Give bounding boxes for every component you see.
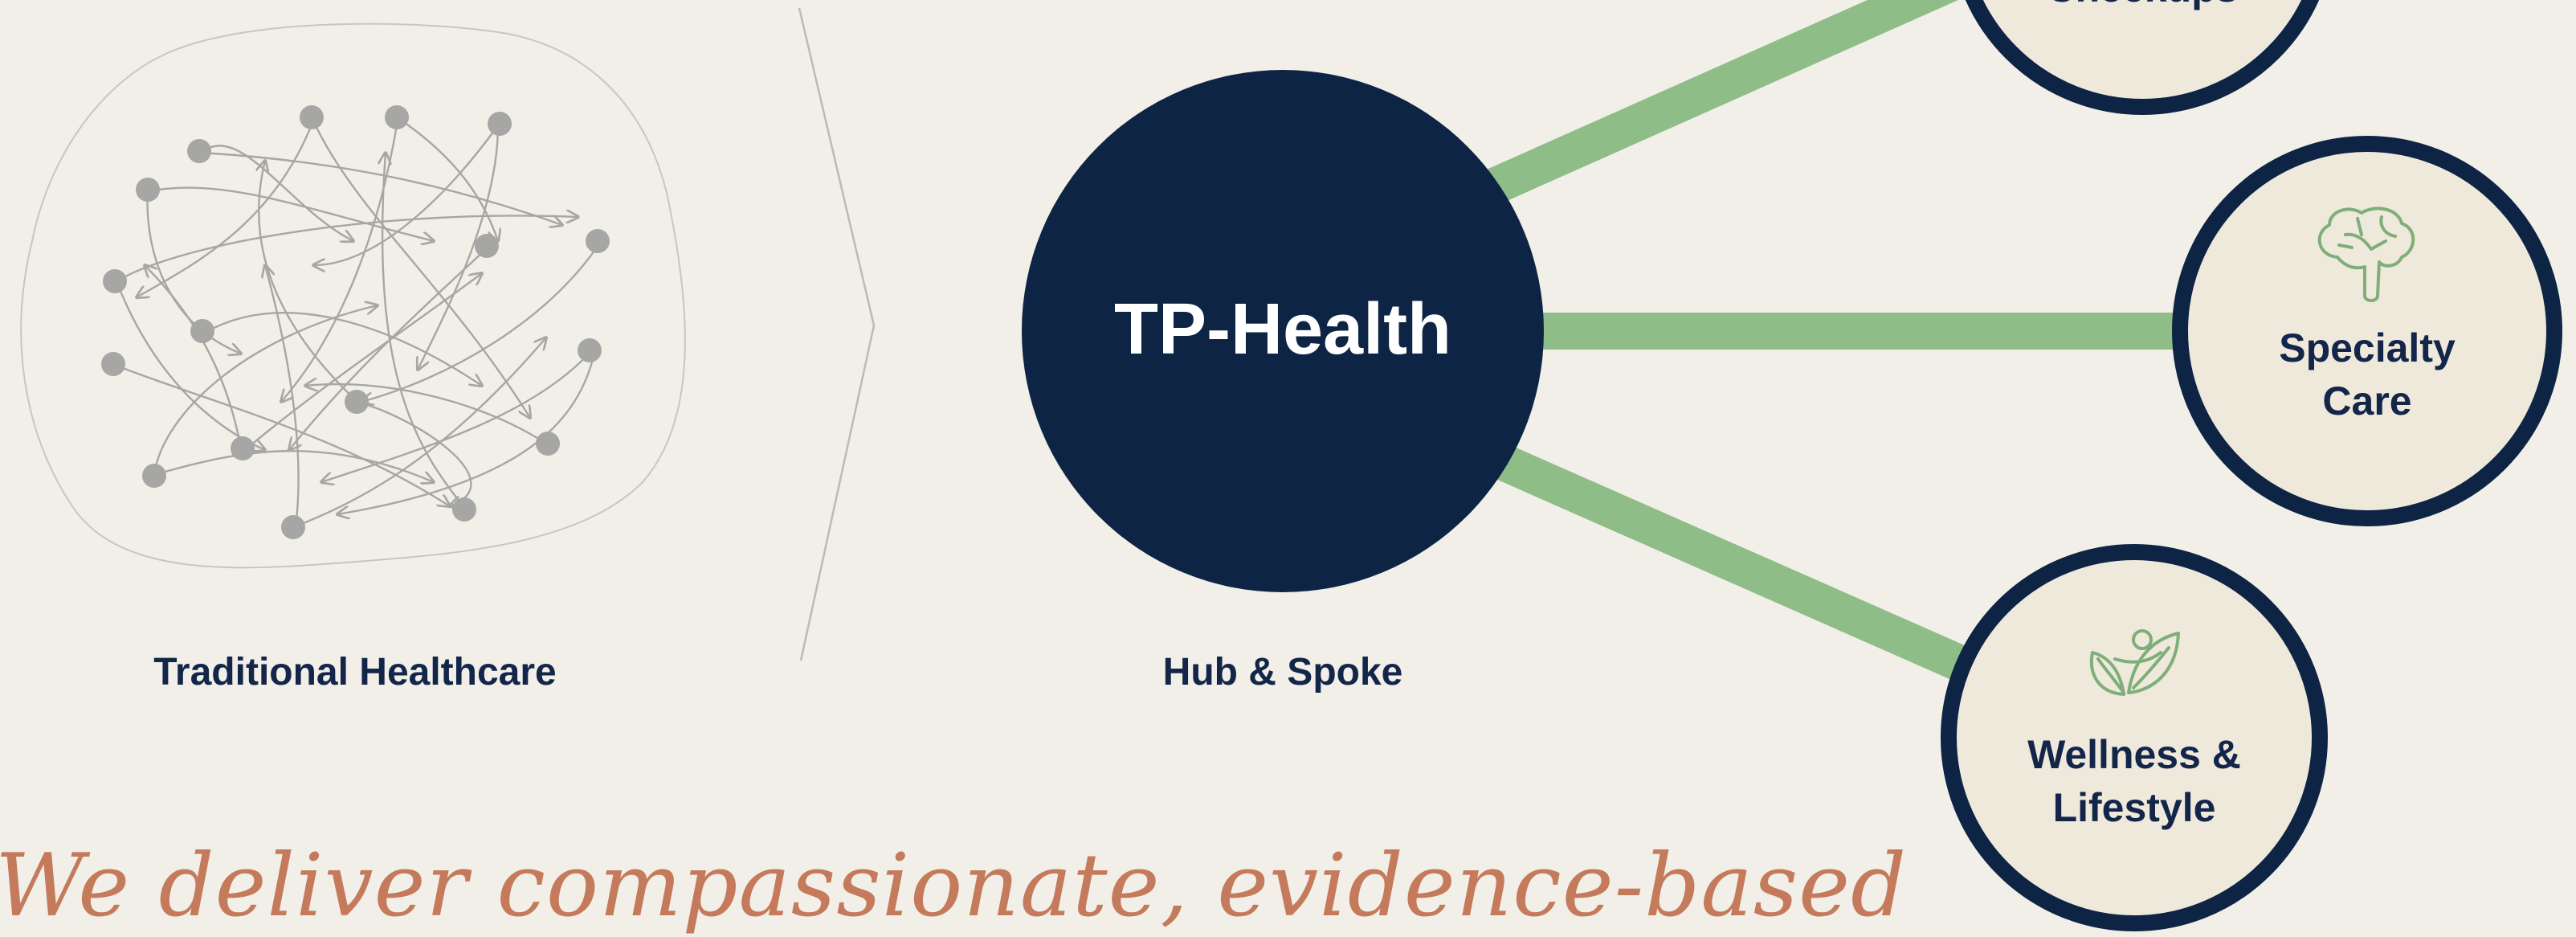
tangle-arrow	[145, 265, 243, 449]
tangle-arrow	[115, 280, 265, 450]
spoke-node-wellness: Wellness & Lifestyle	[1941, 544, 2328, 931]
person-leaf-icon	[2090, 629, 2180, 696]
tangle-node	[452, 497, 476, 522]
tangle-node	[345, 390, 369, 414]
tangle-node	[142, 464, 166, 488]
tangle-arrow	[204, 312, 482, 386]
tangle-arrow	[156, 450, 434, 482]
tangle-node	[385, 105, 409, 129]
tangled-nodes	[101, 105, 610, 539]
tangle-node	[488, 112, 512, 136]
tangle-node	[586, 229, 610, 253]
tangle-arrow	[116, 364, 450, 506]
tangle-arrow	[382, 153, 467, 510]
tangle-node	[536, 432, 560, 456]
hub-circle	[1022, 70, 1544, 592]
brain-icon	[2317, 207, 2415, 302]
tangle-arrow	[153, 305, 378, 477]
spoke-lines	[1486, 0, 2177, 685]
traditional-network	[20, 23, 686, 569]
tangle-arrow	[305, 384, 547, 445]
spoke-wellness-line1: Wellness &	[2027, 732, 2241, 777]
tangle-arrow	[265, 265, 300, 528]
tangle-node	[187, 139, 211, 163]
tagline: We deliver compassionate, evidence-based	[0, 836, 1908, 936]
tangle-node	[103, 269, 127, 293]
tangle-arrow	[313, 125, 499, 265]
tangle-node	[136, 178, 160, 202]
left-label: Traditional Healthcare	[153, 651, 557, 694]
tangle-node	[231, 436, 255, 460]
network-blob-outline	[20, 23, 686, 569]
spoke-line-checkups	[1486, 0, 1958, 204]
tangle-arrow	[200, 151, 562, 225]
hub: TP-Health	[1022, 70, 1544, 592]
spoke-node-specialty: Specialty Care	[2172, 136, 2562, 526]
tangle-arrow	[259, 161, 358, 403]
tangle-arrow	[418, 125, 500, 370]
hub-label: Hub & Spoke	[1163, 651, 1403, 694]
tangle-node	[300, 105, 324, 129]
tangle-arrow	[356, 400, 472, 506]
tangled-arrows	[115, 117, 599, 529]
chevron-divider	[798, 7, 876, 661]
tangle-node	[475, 234, 499, 258]
spoke-node-checkups: Checkups	[1965, 0, 2320, 115]
tangle-arrow	[137, 120, 315, 297]
hub-title: TP-Health	[1114, 289, 1451, 370]
tangle-arrow	[116, 215, 578, 283]
spoke-specialty-line1: Specialty	[2279, 325, 2456, 370]
tangle-arrow	[146, 189, 241, 354]
tangle-arrow	[321, 351, 591, 482]
tangle-arrow	[361, 244, 599, 402]
tangle-node	[190, 319, 214, 343]
tangle-node	[281, 515, 305, 539]
tangle-arrow	[337, 353, 596, 514]
tangle-arrow	[312, 120, 530, 418]
spoke-line-wellness	[1486, 440, 1976, 685]
tangle-node	[578, 338, 602, 362]
tangle-arrow	[292, 338, 546, 529]
tangle-arrow	[281, 120, 399, 402]
spoke-wellness-line2: Lifestyle	[2053, 785, 2216, 830]
tangle-arrow	[396, 117, 498, 241]
spoke-specialty-line2: Care	[2322, 378, 2411, 423]
spoke-checkups-label: Checkups	[2047, 0, 2239, 10]
tangle-node	[101, 352, 125, 376]
